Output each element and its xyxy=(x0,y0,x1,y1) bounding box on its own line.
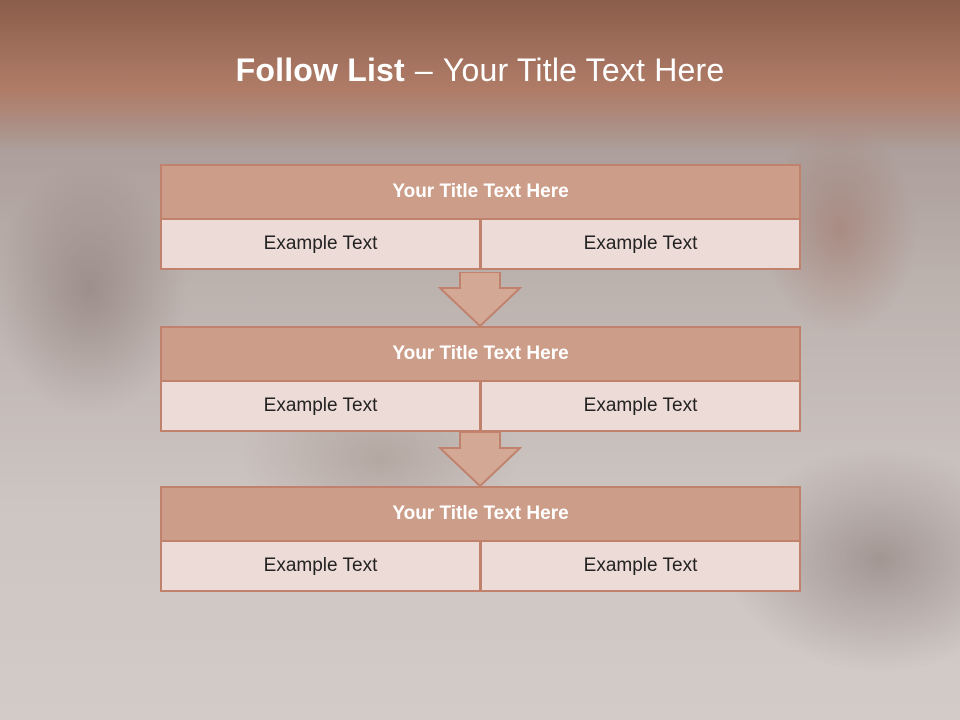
header-band xyxy=(0,0,960,150)
block-title: Your Title Text Here xyxy=(160,486,801,542)
block-cells: Example Text Example Text xyxy=(160,382,801,432)
block-cells: Example Text Example Text xyxy=(160,220,801,270)
block-cell-left: Example Text xyxy=(160,220,481,270)
follow-block-2: Your Title Text Here Example Text Exampl… xyxy=(160,326,801,432)
block-cell-left: Example Text xyxy=(160,382,481,432)
block-cell-left: Example Text xyxy=(160,542,481,592)
block-cell-right: Example Text xyxy=(481,220,801,270)
block-title: Your Title Text Here xyxy=(160,326,801,382)
down-arrow-icon xyxy=(438,432,522,488)
down-arrow-icon xyxy=(438,272,522,328)
slide-title-separator: – xyxy=(414,52,433,88)
block-cell-right: Example Text xyxy=(481,382,801,432)
block-cells: Example Text Example Text xyxy=(160,542,801,592)
block-cell-right: Example Text xyxy=(481,542,801,592)
follow-block-3: Your Title Text Here Example Text Exampl… xyxy=(160,486,801,592)
block-title: Your Title Text Here xyxy=(160,164,801,220)
slide-title: Follow List–Your Title Text Here xyxy=(0,52,960,89)
slide-title-rest: Your Title Text Here xyxy=(442,52,725,88)
follow-block-1: Your Title Text Here Example Text Exampl… xyxy=(160,164,801,270)
slide-title-bold: Follow List xyxy=(235,52,405,88)
